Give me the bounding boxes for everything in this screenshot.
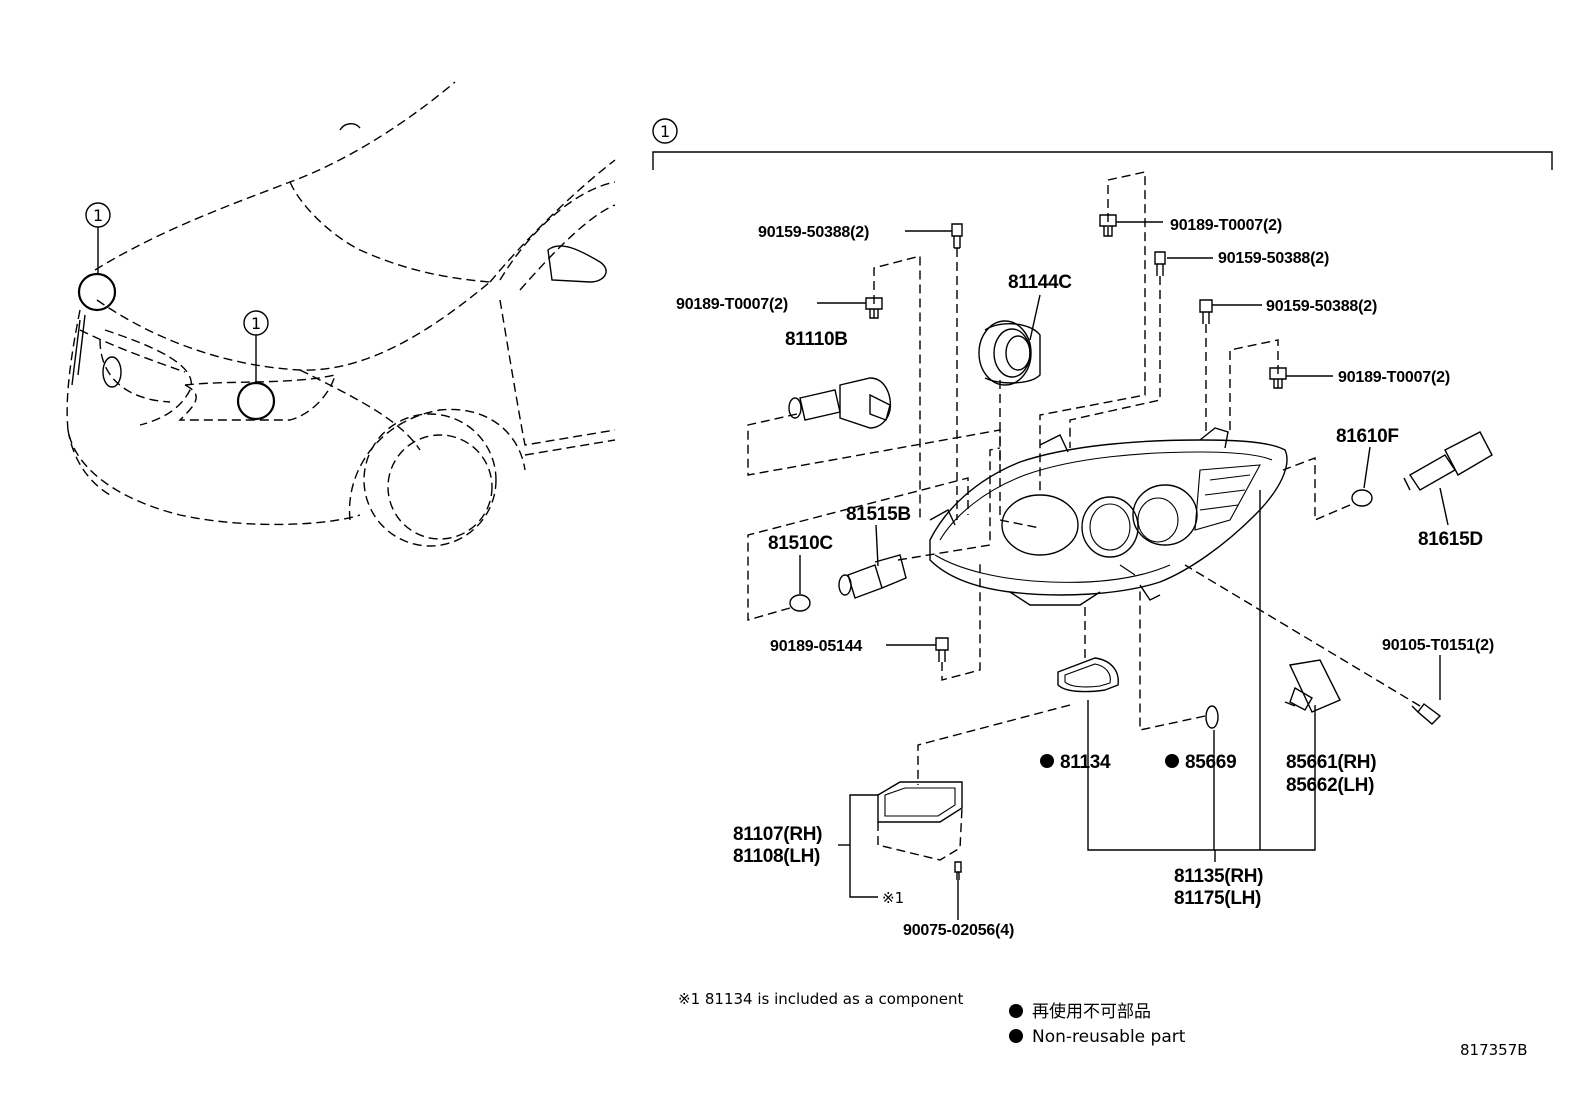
part-label-90105-T0151[interactable]: 90105-T0151(2)	[1382, 637, 1494, 654]
callout-number: 1	[251, 314, 261, 333]
non-reusable-mark-icon	[1040, 754, 1054, 768]
bulb-81110B-icon	[788, 377, 892, 429]
group-callout-number: 1	[660, 122, 670, 141]
bolt-icon	[935, 637, 949, 662]
legend-label-japanese: 再使用不可部品	[1032, 1001, 1151, 1022]
rubber-cap-81144C-icon	[978, 320, 1041, 386]
bolt-icon	[1154, 251, 1166, 276]
part-label-81515B[interactable]: 81515B	[846, 504, 911, 525]
part-label-81144C[interactable]: 81144C	[1008, 272, 1073, 293]
bulb-81610F-icon	[1351, 489, 1373, 507]
part-label-90189-T0007[interactable]: 90189-T0007(2)	[676, 296, 788, 313]
location-circle	[236, 381, 276, 421]
part-label-90189-T0007[interactable]: 90189-T0007(2)	[1338, 369, 1450, 386]
part-label-85661[interactable]: 85661(RH)	[1286, 752, 1377, 773]
location-circle	[77, 272, 117, 312]
headlamp-housing	[929, 427, 1288, 606]
footnote-text: ※1 81134 is included as a component	[678, 990, 963, 1008]
vehicle-callout-headlamp: 1	[236, 310, 276, 421]
part-label-90075-02056[interactable]: 90075-02056(4)	[903, 922, 1014, 939]
reference-mark: ※1	[882, 889, 904, 907]
part-label-81135[interactable]: 81135(RH)	[1174, 866, 1263, 887]
bolt-icon	[954, 861, 962, 880]
part-label-81134[interactable]: 81134	[1060, 752, 1111, 773]
part-label-90159-50388[interactable]: 90159-50388(2)	[758, 224, 869, 241]
part-label-85669[interactable]: 85669	[1185, 752, 1237, 773]
part-label-81175[interactable]: 81175(LH)	[1174, 888, 1261, 909]
part-label-81107[interactable]: 81107(RH)	[733, 824, 822, 845]
group-header: 1	[652, 118, 1553, 170]
ballast-computer-81107-icon	[877, 781, 963, 861]
callout-number: 1	[93, 206, 103, 225]
gasket-81134-icon	[1057, 657, 1119, 693]
part-label-90189-05144[interactable]: 90189-05144	[770, 638, 863, 655]
part-label-81110B[interactable]: 81110B	[785, 329, 848, 350]
bulb-81510C-icon	[789, 594, 811, 612]
non-reusable-mark-icon	[1165, 754, 1179, 768]
part-label-81610F[interactable]: 81610F	[1336, 426, 1399, 447]
diagram-code: 817357B	[1460, 1041, 1528, 1059]
leader-lines	[747, 171, 1449, 920]
part-label-90159-50388[interactable]: 90159-50388(2)	[1266, 298, 1377, 315]
bolt-icon	[1411, 703, 1442, 725]
part-label-81615D[interactable]: 81615D	[1418, 529, 1483, 550]
leveling-actuator-85661-icon	[1284, 659, 1341, 713]
part-label-81510C[interactable]: 81510C	[768, 533, 834, 554]
part-label-90159-50388[interactable]: 90159-50388(2)	[1218, 250, 1329, 267]
part-label-90189-T0007[interactable]: 90189-T0007(2)	[1170, 217, 1282, 234]
vehicle-front-illustration	[66, 81, 616, 547]
o-ring-85669-icon	[1205, 705, 1219, 729]
socket-81615D-icon	[1403, 431, 1493, 491]
non-reusable-mark-icon	[1009, 1029, 1023, 1043]
vehicle-callout-hood-lamp: 1	[77, 202, 117, 312]
socket-81515B-icon	[838, 554, 907, 599]
legend-label-english: Non-reusable part	[1032, 1027, 1186, 1047]
part-labels: 90159-50388(2) 90189-T0007(2) 81110B 811…	[676, 217, 1494, 939]
footnote-area: ※1 81134 is included as a component	[678, 990, 963, 1008]
legend: 再使用不可部品 Non-reusable part	[1009, 1001, 1186, 1047]
non-reusable-mark-icon	[1009, 1004, 1023, 1018]
part-label-81108[interactable]: 81108(LH)	[733, 846, 820, 867]
bolt-icon	[951, 223, 963, 249]
part-label-85662[interactable]: 85662(LH)	[1286, 775, 1374, 796]
bolt-icon	[1199, 299, 1213, 324]
